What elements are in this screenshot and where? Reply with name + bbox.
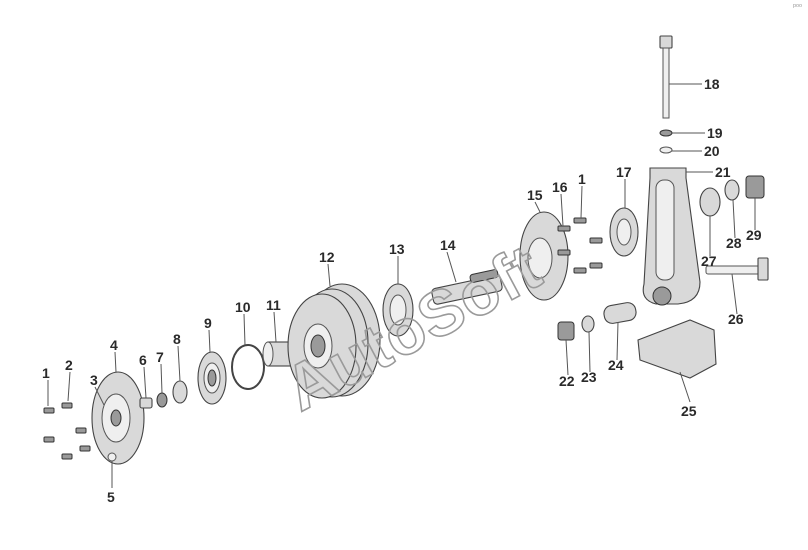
callout-14: 14 xyxy=(440,237,456,253)
nut-29 xyxy=(745,175,765,199)
washer-8 xyxy=(172,380,188,404)
callout-7: 7 xyxy=(156,349,164,365)
callout-3: 3 xyxy=(90,372,98,388)
bracket-25 xyxy=(637,319,717,379)
ball xyxy=(107,452,117,462)
callout-2: 2 xyxy=(65,357,73,373)
callout-1-right: 1 xyxy=(578,171,586,187)
bearing-17 xyxy=(609,207,639,257)
callout-15: 15 xyxy=(527,187,543,203)
pin-24 xyxy=(603,302,637,324)
nut-22 xyxy=(557,321,575,341)
tension-arm-21 xyxy=(642,167,701,306)
callout-19: 19 xyxy=(707,125,723,141)
callout-18: 18 xyxy=(704,76,720,92)
callout-21: 21 xyxy=(715,164,731,180)
callout-16: 16 xyxy=(552,179,568,195)
corner-mark: ᵖᵒᵒ xyxy=(792,2,802,11)
washer-28 xyxy=(724,179,740,201)
callout-24: 24 xyxy=(608,357,624,373)
small-fittings xyxy=(139,392,168,409)
bolt-group-left xyxy=(43,402,91,460)
callout-28: 28 xyxy=(726,235,742,251)
callout-22: 22 xyxy=(559,373,575,389)
leader-lines xyxy=(47,83,756,488)
callout-10: 10 xyxy=(235,299,251,315)
washer-23 xyxy=(581,315,595,333)
callout-23: 23 xyxy=(581,369,597,385)
callout-27: 27 xyxy=(701,253,717,269)
pulley-12 xyxy=(287,283,381,399)
callout-5: 5 xyxy=(107,489,115,505)
callout-29: 29 xyxy=(746,227,762,243)
callout-12: 12 xyxy=(319,249,335,265)
callout-25: 25 xyxy=(681,403,697,419)
callout-6: 6 xyxy=(139,352,147,368)
callout-13: 13 xyxy=(389,241,405,257)
washer-27 xyxy=(699,187,721,217)
callout-8: 8 xyxy=(173,331,181,347)
callout-11: 11 xyxy=(266,297,281,313)
callout-26: 26 xyxy=(728,311,744,327)
washer-19 xyxy=(659,129,673,137)
bolt-26 xyxy=(705,257,769,281)
callout-20: 20 xyxy=(704,143,720,159)
callout-labels: 1 2 3 4 5 6 7 8 9 10 11 12 13 14 15 16 1… xyxy=(42,76,762,505)
flange-cover xyxy=(91,371,145,465)
bearing-9 xyxy=(197,351,227,405)
washer-20 xyxy=(659,146,673,154)
o-ring-10 xyxy=(231,344,265,390)
bolt-group-right xyxy=(557,217,603,274)
callout-4: 4 xyxy=(110,337,118,353)
long-bolt-18 xyxy=(659,35,673,119)
plate-15 xyxy=(519,211,569,301)
bearing-13 xyxy=(382,283,414,337)
callout-9: 9 xyxy=(204,315,212,331)
callout-17: 17 xyxy=(616,164,632,180)
shaft-14 xyxy=(431,269,503,305)
callout-1-left: 1 xyxy=(42,365,50,381)
